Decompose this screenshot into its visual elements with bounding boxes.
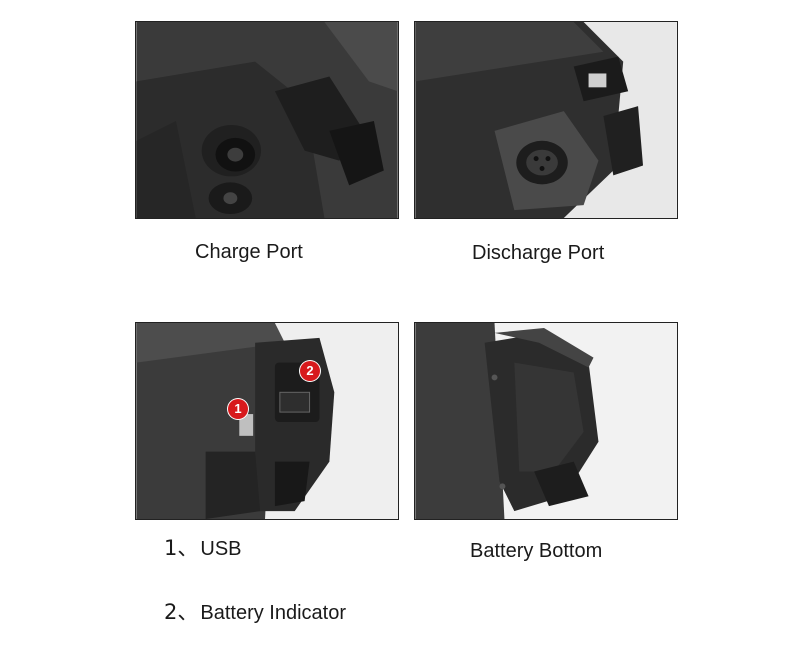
callout-usb-badge: 1 [228, 399, 248, 419]
note-battery-indicator: 2、Battery Indicator [164, 596, 346, 626]
discharge-port-image [415, 22, 677, 218]
note-usb-label: USB [200, 538, 242, 560]
note-battery-indicator-number: 2、 [164, 600, 199, 624]
charge-port-image [136, 22, 398, 218]
note-usb: 1、USB [164, 532, 242, 562]
discharge-port-caption: Discharge Port [472, 242, 605, 264]
battery-bottom-photo [414, 322, 678, 520]
usb-indicator-image [136, 323, 398, 519]
usb-indicator-photo: 1 2 [135, 322, 399, 520]
charge-port-photo [135, 21, 399, 219]
note-battery-indicator-label: Battery Indicator [200, 602, 346, 624]
battery-bottom-image [415, 323, 677, 519]
discharge-port-photo [414, 21, 678, 219]
charge-port-caption: Charge Port [195, 241, 303, 263]
battery-bottom-caption: Battery Bottom [470, 540, 603, 562]
note-usb-number: 1、 [164, 536, 199, 560]
callout-indicator-badge: 2 [300, 361, 320, 381]
